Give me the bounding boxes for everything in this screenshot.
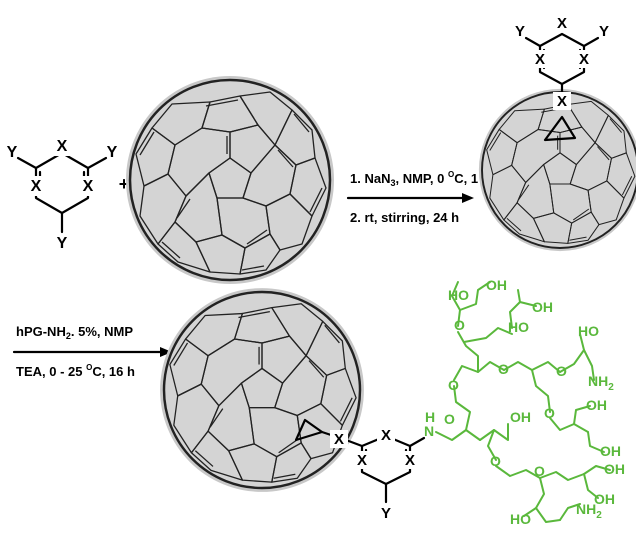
step2-condition2: TEA, 0 - 25 OC, 16 h	[16, 363, 135, 379]
polymer-o-5: O	[444, 411, 455, 427]
atom-y-bottom: Y	[57, 235, 68, 252]
atom-y-left: Y	[515, 23, 525, 40]
polymer-oh-1: OH	[486, 277, 507, 293]
polymer-o-6: O	[544, 405, 555, 421]
atom-x-top: X	[57, 138, 68, 155]
plus-sign: +	[119, 174, 130, 194]
polymer-o-1: O	[454, 317, 465, 333]
polymer-oh-2: OH	[532, 299, 553, 315]
atom-y-bottom: Y	[381, 505, 391, 522]
atom-x-left: X	[357, 452, 367, 469]
atom-x-link: X	[334, 431, 344, 448]
step1-condition1: 1. NaN3, NMP, 0 OC, 1 h	[350, 170, 490, 188]
atom-x-top: X	[381, 427, 391, 444]
atom-x-top: X	[557, 15, 567, 32]
polymer-ho-4: HO	[510, 511, 531, 527]
atom-x-right: X	[83, 178, 94, 195]
triazine-reactant: X X X Y Y Y	[7, 136, 118, 252]
polymer-h: H	[425, 409, 435, 425]
polymer-oh-7: OH	[594, 491, 615, 507]
atom-x-right: X	[579, 51, 589, 68]
polymer-nh2-2: NH2	[576, 501, 602, 521]
polymer-o-8: O	[534, 463, 545, 479]
atom-x-link: X	[557, 93, 567, 110]
fullerene-reactant	[124, 74, 336, 286]
atom-y-left: Y	[7, 144, 18, 161]
polymer-ho-1: HO	[448, 287, 469, 303]
reaction-arrow-2: hPG-NH2. 5%, NMP TEA, 0 - 25 OC, 16 h	[12, 324, 172, 379]
atom-x-left: X	[535, 51, 545, 68]
triazine-product: X X X X Y	[294, 418, 426, 522]
polymer-oh-5: OH	[600, 443, 621, 459]
reaction-arrow-1: 1. NaN3, NMP, 0 OC, 1 h 2. rt, stirring,…	[346, 170, 490, 225]
polymer-o-4: O	[556, 363, 567, 379]
atom-x-left: X	[31, 178, 42, 195]
atom-x-right: X	[405, 452, 415, 469]
triazine-intermediate: X X X X Y Y	[515, 14, 609, 142]
polymer-nh2-1: NH2	[588, 373, 614, 393]
fullerene-product	[158, 286, 366, 494]
polymer-ho-3: HO	[578, 323, 599, 339]
polymer-o-7: O	[490, 453, 501, 469]
polymer-n: N	[424, 423, 434, 439]
hpg-polymer: N H HO OH O HO OH HO O O	[424, 277, 625, 527]
step2-condition1: hPG-NH2. 5%, NMP	[16, 324, 133, 341]
step1-condition2: 2. rt, stirring, 24 h	[350, 210, 459, 225]
polymer-o-2: O	[448, 377, 459, 393]
polymer-o-3: O	[498, 361, 509, 377]
atom-y-right: Y	[599, 23, 609, 40]
polymer-oh-3: OH	[586, 397, 607, 413]
fullerene-intermediate	[477, 87, 636, 253]
atom-y-right: Y	[107, 144, 118, 161]
polymer-oh-4: OH	[510, 409, 531, 425]
polymer-ho-2: HO	[508, 319, 529, 335]
polymer-oh-6: OH	[604, 461, 625, 477]
